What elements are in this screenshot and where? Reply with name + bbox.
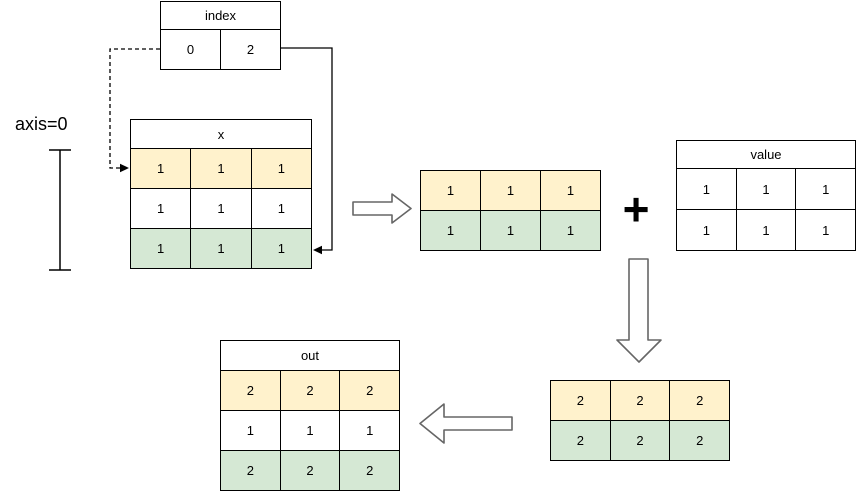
table-row: 1 1 1 xyxy=(221,410,399,450)
table-cell: 1 xyxy=(157,241,165,256)
table-row: 1 1 1 xyxy=(677,168,855,209)
table-cell: 2 xyxy=(246,383,254,398)
table-cell: 1 xyxy=(190,229,250,268)
table-row: 2 2 2 xyxy=(221,370,399,410)
table-cell: 0 xyxy=(186,42,195,57)
table-cell: 1 xyxy=(446,183,455,198)
table-cell: 1 xyxy=(446,223,455,238)
table-row: 1 1 1 xyxy=(131,148,311,188)
table-cell: 2 xyxy=(609,381,670,420)
table-cell: 2 xyxy=(279,371,340,410)
table-cell: 1 xyxy=(250,229,311,268)
table-cell: 1 xyxy=(702,222,710,238)
table-cell: 1 xyxy=(735,210,796,250)
table-cell: 2 xyxy=(279,451,340,490)
table-row: 1 1 1 xyxy=(421,210,600,250)
table-cell: 2 xyxy=(609,421,670,460)
table-cell: 2 xyxy=(669,381,729,420)
table-row: 1 1 1 xyxy=(677,209,855,250)
scatter-arrow-icon xyxy=(419,403,513,444)
axis-label: axis=0 xyxy=(15,114,68,134)
gathered-rows-table: 1 1 1 1 1 1 xyxy=(420,170,601,251)
out-table-title: out xyxy=(221,341,399,370)
table-cell: 2 xyxy=(576,393,584,408)
value-table: value 1 1 1 1 1 1 xyxy=(676,140,856,251)
table-cell: 1 xyxy=(795,169,855,209)
out-table: out 2 2 2 1 1 1 2 2 2 xyxy=(220,340,400,491)
summed-rows-table: 2 2 2 2 2 2 xyxy=(550,380,730,461)
plus-operator: + xyxy=(622,183,650,235)
table-row: 2 2 2 xyxy=(551,381,729,420)
axis-extent-line xyxy=(49,149,71,271)
gather-arrow-icon xyxy=(352,193,412,224)
x-table: x 1 1 1 1 1 1 1 1 1 xyxy=(130,119,312,269)
value-table-title: value xyxy=(677,141,855,168)
table-cell: 2 xyxy=(246,463,254,478)
table-cell: 1 xyxy=(540,211,600,250)
table-row: 1 1 1 xyxy=(131,188,311,228)
table-cell: 1 xyxy=(157,201,165,216)
table-cell: 1 xyxy=(279,411,340,450)
table-cell: 1 xyxy=(190,189,250,228)
table-cell: 2 xyxy=(669,421,729,460)
table-cell: 1 xyxy=(339,411,399,450)
x-table-title: x xyxy=(131,120,311,148)
add-result-arrow-icon xyxy=(616,258,662,363)
table-cell: 1 xyxy=(540,171,600,210)
index-table-title: index xyxy=(161,2,280,29)
table-row: 2 2 2 xyxy=(221,450,399,490)
table-cell: 1 xyxy=(480,171,540,210)
table-cell: 1 xyxy=(480,211,540,250)
table-row: 2 2 2 xyxy=(551,420,729,460)
table-cell: 2 xyxy=(576,433,584,448)
table-cell: 2 xyxy=(339,371,399,410)
table-cell: 1 xyxy=(795,210,855,250)
table-row: 1 1 1 xyxy=(131,228,311,268)
table-cell: 2 xyxy=(339,451,399,490)
table-cell: 2 xyxy=(220,30,280,69)
table-row: 1 1 1 xyxy=(421,171,600,210)
table-cell: 1 xyxy=(735,169,796,209)
table-cell: 1 xyxy=(157,161,165,176)
table-row: 0 2 xyxy=(161,29,280,69)
table-cell: 1 xyxy=(250,189,311,228)
table-cell: 1 xyxy=(702,181,710,197)
table-cell: 1 xyxy=(250,149,311,188)
table-cell: 1 xyxy=(190,149,250,188)
index-table: index 0 2 xyxy=(160,1,281,70)
table-cell: 1 xyxy=(246,423,254,438)
